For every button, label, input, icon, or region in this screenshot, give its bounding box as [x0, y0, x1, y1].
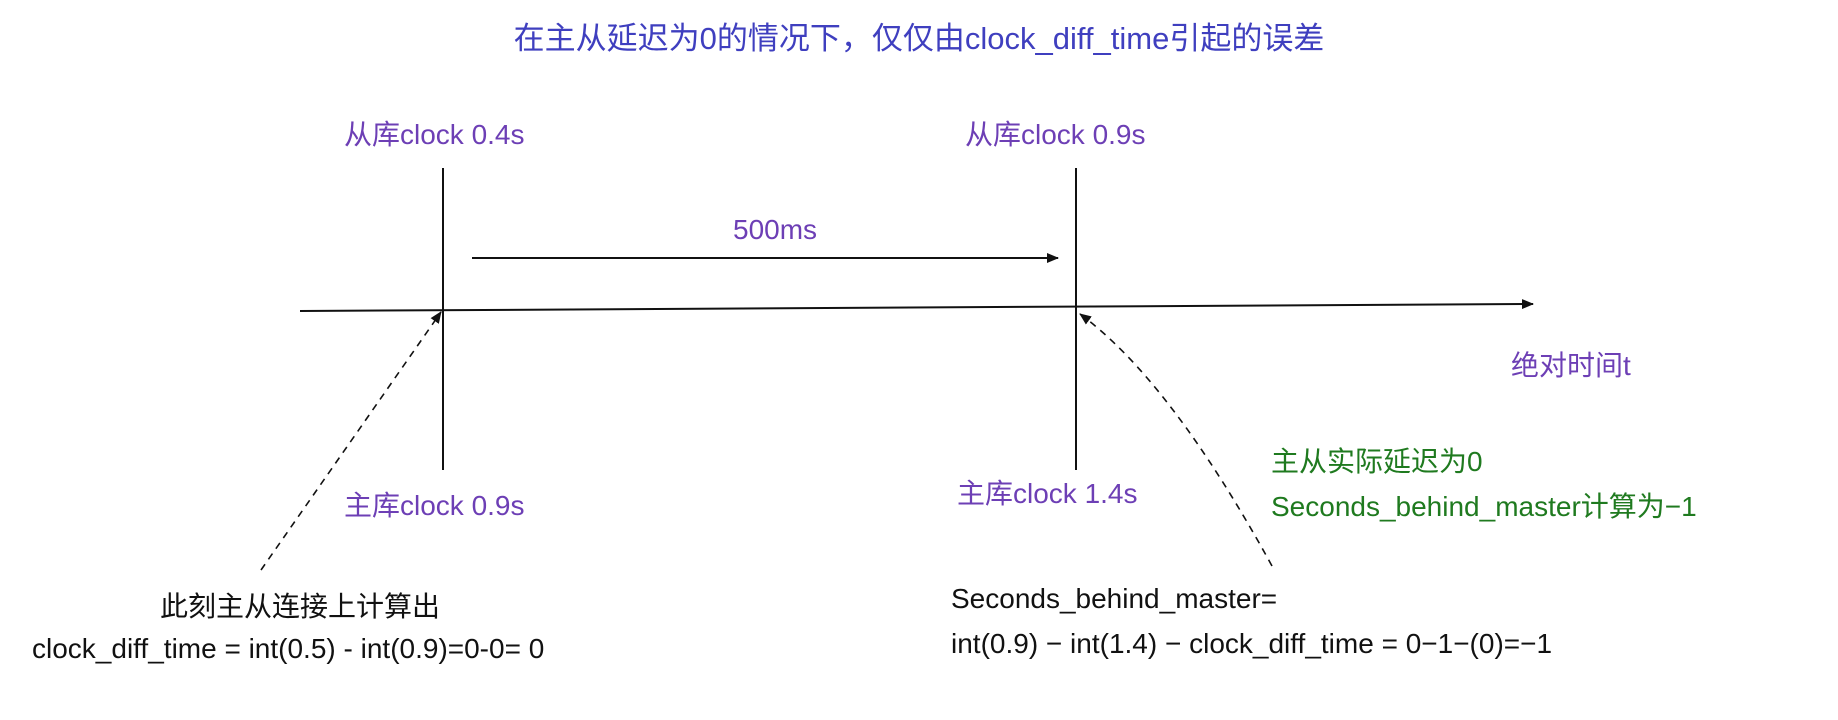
right-note-formula: int(0.9) − int(1.4) − clock_diff_time = …	[951, 628, 1553, 659]
axis-label: 绝对时间t	[1511, 350, 1631, 381]
slave-clock-right-label: 从库clock 0.9s	[965, 119, 1146, 150]
master-clock-right-label: 主库clock 1.4s	[957, 478, 1138, 509]
right-dashed-arrow	[1079, 313, 1273, 567]
left-dashed-arrow	[260, 311, 442, 571]
interval-label: 500ms	[733, 214, 818, 245]
time-axis	[299, 299, 1534, 312]
master-clock-left-label: 主库clock 0.9s	[344, 490, 525, 521]
actual-delay-note: 主从实际延迟为0	[1271, 446, 1483, 477]
left-note-formula: clock_diff_time = int(0.5) - int(0.9)=0-…	[32, 633, 545, 664]
slave-clock-left-label: 从库clock 0.4s	[344, 119, 525, 150]
right-note-heading: Seconds_behind_master=	[951, 583, 1278, 614]
left-note-heading: 此刻主从连接上计算出	[160, 591, 441, 622]
computed-delay-note: Seconds_behind_master计算为−1	[1271, 491, 1697, 522]
diagram-title: 在主从延迟为0的情况下，仅仅由clock_diff_time引起的误差	[513, 21, 1325, 56]
